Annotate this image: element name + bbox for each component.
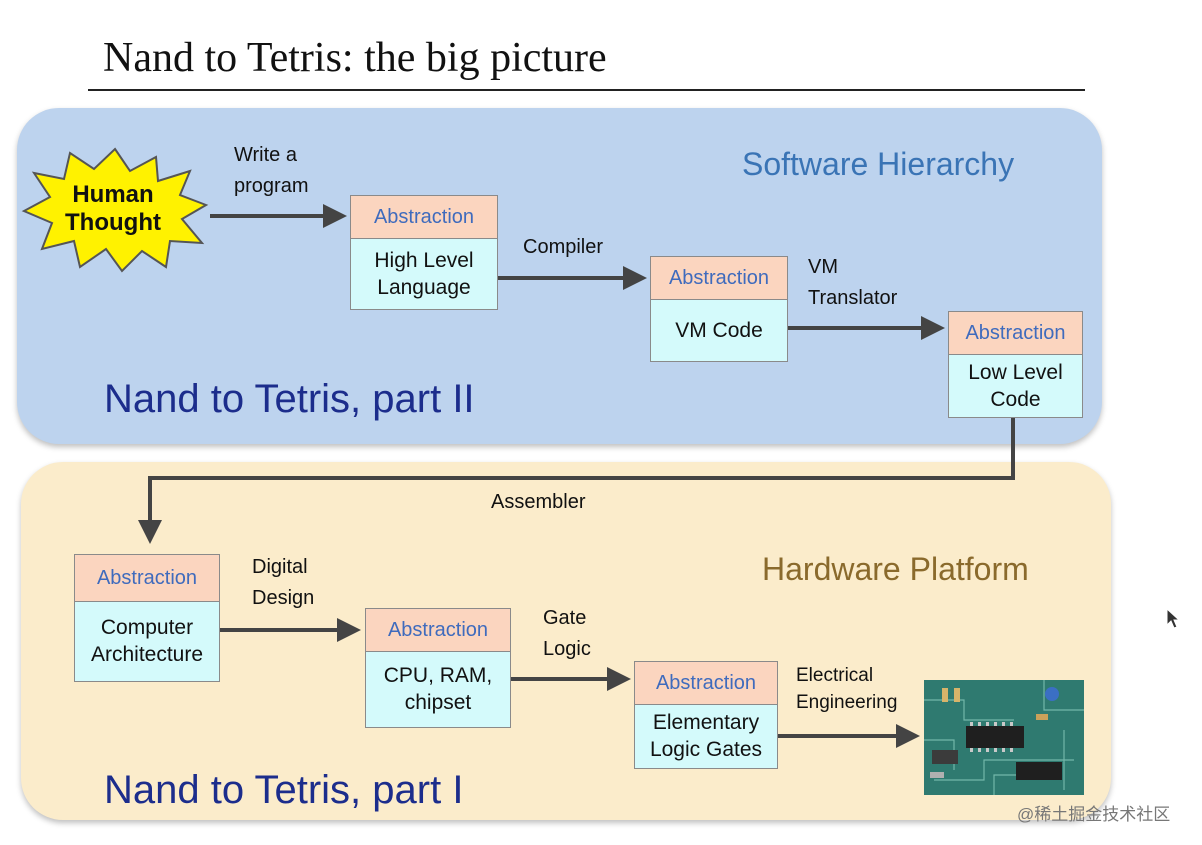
- abstraction-box-vm-code: Abstraction VM Code: [650, 256, 788, 362]
- abstraction-header: Abstraction: [351, 196, 497, 239]
- label-vm-translator: VM Translator: [808, 256, 898, 309]
- abstraction-body: Low Level Code: [968, 360, 1063, 411]
- arrow-assembler: [138, 418, 1015, 544]
- abstraction-header: Abstraction: [651, 257, 787, 300]
- slide-title: Nand to Tetris: the big picture: [103, 35, 607, 81]
- abstraction-body: High Level Language: [374, 248, 474, 299]
- mouse-cursor-icon: [1166, 608, 1181, 629]
- watermark: @稀土掘金技术社区: [1017, 805, 1171, 824]
- abstraction-body: VM Code: [675, 318, 763, 342]
- title-underline: [88, 89, 1085, 91]
- label-digital-design: Digital Design: [252, 556, 315, 609]
- abstraction-box-cpu-ram-chipset: Abstraction CPU, RAM, chipset: [365, 608, 511, 728]
- label-gate-logic: Gate Logic: [543, 607, 591, 660]
- label-write-a-program: Write a program: [234, 144, 309, 197]
- part-one-label: Nand to Tetris, part I: [104, 768, 464, 812]
- abstraction-header: Abstraction: [366, 609, 510, 652]
- label-compiler: Compiler: [523, 236, 604, 258]
- label-assembler: Assembler: [491, 491, 586, 513]
- abstraction-box-low-level-code: Abstraction Low Level Code: [948, 311, 1083, 418]
- human-thought-burst-icon: [21, 147, 209, 273]
- abstraction-box-computer-architecture: Abstraction Computer Architecture: [74, 554, 220, 682]
- abstraction-body: Elementary Logic Gates: [649, 711, 763, 761]
- abstraction-body: Computer Architecture: [90, 616, 204, 666]
- software-hierarchy-heading: Software Hierarchy: [742, 146, 1015, 182]
- abstraction-header: Abstraction: [635, 662, 777, 705]
- label-electrical-engineering: Electrical Engineering: [796, 665, 898, 713]
- abstraction-box-high-level-language: Abstraction High Level Language: [350, 195, 498, 310]
- abstraction-body: CPU, RAM, chipset: [383, 664, 493, 714]
- human-thought-label: Human Thought: [65, 181, 161, 236]
- abstraction-header: Abstraction: [949, 312, 1082, 355]
- abstraction-box-elementary-logic-gates: Abstraction Elementary Logic Gates: [634, 661, 778, 769]
- circuit-board-image: [924, 680, 1084, 795]
- part-two-label: Nand to Tetris, part II: [104, 377, 475, 421]
- hardware-platform-heading: Hardware Platform: [762, 551, 1029, 587]
- abstraction-header: Abstraction: [75, 555, 219, 602]
